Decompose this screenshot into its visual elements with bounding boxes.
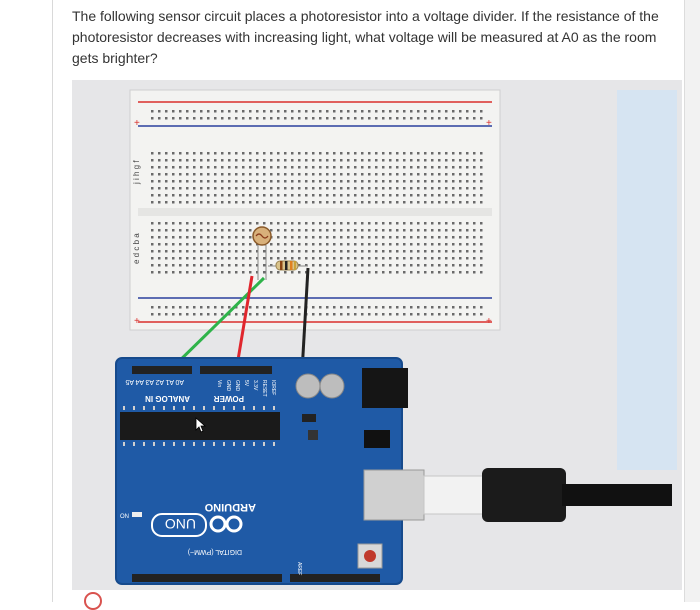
usb-cable <box>562 484 672 506</box>
wire-red <box>234 275 254 373</box>
mouse-cursor-icon <box>195 417 207 433</box>
rail-plus-top-right: + <box>486 118 492 129</box>
usb-plug-housing <box>482 468 566 522</box>
right-scroll-edge <box>684 0 700 602</box>
usb-port <box>363 469 425 521</box>
dc-power-jack <box>362 368 408 408</box>
uno-model: UNO <box>165 516 196 532</box>
question-text: The following sensor circuit places a ph… <box>72 8 659 66</box>
row-letters-top: j i h g f <box>132 160 141 185</box>
usb-connector <box>423 475 485 515</box>
pin-vin: Vin <box>216 380 222 387</box>
pin-5v: 5V <box>243 380 249 387</box>
row-letters-bottom: e d c b a <box>132 233 141 264</box>
power-pin-labels: IOREF RESET 3.3V 5V GND GND Vin <box>216 380 276 397</box>
analog-pin-labels: A0 A1 A2 A3 A4 A5 <box>125 378 184 385</box>
circuit-photo: + + + + j i h g f e d c b a <box>72 80 682 590</box>
glare <box>617 90 677 470</box>
pin-a1: A1 <box>165 378 174 385</box>
pin-a5: A5 <box>125 378 134 385</box>
capacitor-2 <box>319 373 345 399</box>
power-label: POWER <box>214 394 244 403</box>
aref-label: AREF <box>296 562 302 575</box>
capacitor-1 <box>295 373 321 399</box>
digital-pwm-label: DIGITAL (PWM~) <box>188 548 242 555</box>
pin-a4: A4 <box>135 378 144 385</box>
rail-plus-top: + <box>134 118 140 129</box>
uno-logo-box <box>151 513 207 537</box>
wire-black <box>300 267 310 373</box>
on-label: ON <box>120 514 129 520</box>
pin-a3: A3 <box>145 378 154 385</box>
infinity-logo-icon <box>209 515 243 533</box>
rail-plus-bottom-right: + <box>486 316 492 327</box>
pin-gnd-1: GND <box>234 380 240 392</box>
pin-a2: A2 <box>155 378 164 385</box>
pin-gnd-2: GND <box>225 380 231 392</box>
analog-in-label: ANALOG IN <box>145 394 190 403</box>
rail-plus-bottom: + <box>134 316 140 327</box>
page-left-border <box>52 0 53 602</box>
pin-a0: A0 <box>175 378 184 385</box>
pin-ioref: IOREF <box>270 380 276 395</box>
pin-3v3: 3.3V <box>252 380 258 391</box>
refresh-icon[interactable] <box>84 592 102 610</box>
arduino-brand: ARDUINO <box>204 501 256 513</box>
pin-reset: RESET <box>261 380 267 397</box>
